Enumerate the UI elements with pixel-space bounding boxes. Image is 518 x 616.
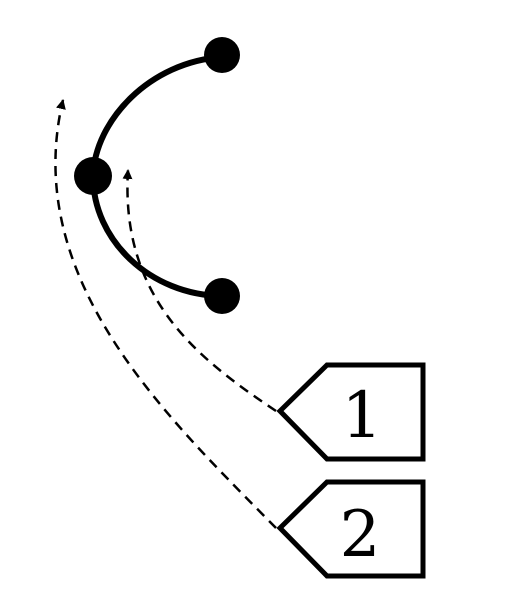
dashed-arrow-2 [54, 99, 277, 529]
middle-node [74, 157, 112, 195]
dashed-arrow-1 [122, 169, 277, 413]
bottom-node [204, 278, 240, 314]
top-node [204, 37, 240, 73]
tag-2-label: 2 [340, 498, 381, 572]
curved-connector-arc [89, 54, 223, 299]
tag-2-shape [276, 479, 426, 579]
tag-1-label: 1 [342, 379, 383, 453]
tag-2: 2 [276, 479, 426, 579]
tag-1-shape [276, 362, 426, 462]
tag-1: 1 [276, 362, 426, 462]
